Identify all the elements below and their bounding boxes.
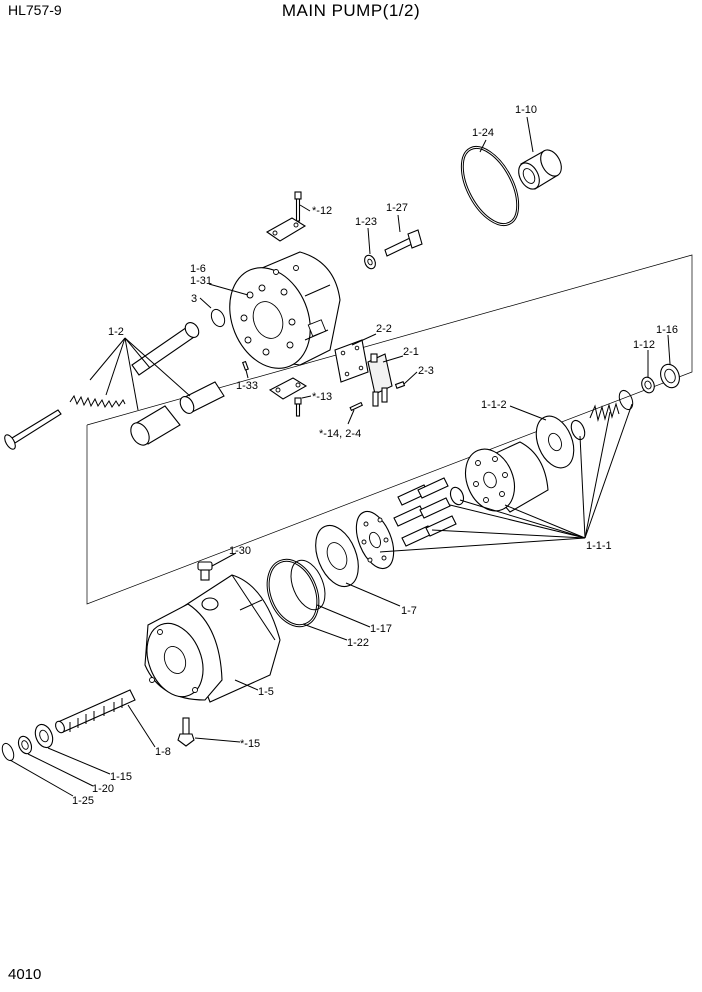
part-15-bolt bbox=[177, 717, 195, 747]
callout-1-23: 1-23 bbox=[355, 216, 377, 228]
part-12-bolt bbox=[294, 191, 302, 222]
part-1-24-o-ring bbox=[460, 146, 520, 226]
part-1-1-1-spring bbox=[589, 402, 620, 422]
part-1-1-1-pistons bbox=[393, 477, 457, 547]
callout-1-6: 1-6 bbox=[190, 263, 206, 275]
part-2-2-gasket bbox=[334, 339, 369, 383]
callout-1-30: 1-30 bbox=[229, 545, 251, 557]
part-1-20-ring bbox=[17, 735, 33, 755]
part-1-1-1-ring-set bbox=[570, 389, 634, 441]
leader-lines bbox=[9, 116, 671, 797]
callout-12: *-12 bbox=[312, 205, 332, 217]
page-number: 4010 bbox=[8, 966, 42, 983]
callout-1-12: 1-12 bbox=[633, 339, 655, 351]
part-1-23-washer bbox=[364, 254, 376, 270]
part-12-cover-plate bbox=[265, 217, 307, 242]
callout-1-31: 1-31 bbox=[190, 275, 212, 287]
callout-1-16: 1-16 bbox=[656, 324, 678, 336]
part-1-2-sleeve bbox=[130, 405, 181, 446]
callout-2-1: 2-1 bbox=[403, 346, 419, 358]
callout-14-2-4: *-14, 2-4 bbox=[319, 428, 361, 440]
part-1-1-2-valve-plate bbox=[535, 415, 575, 469]
assembly-reference-frame bbox=[86, 254, 693, 605]
callout-1-1-2: 1-1-2 bbox=[481, 399, 507, 411]
part-1-15-bearing bbox=[34, 723, 54, 749]
part-1-2-spool bbox=[179, 381, 225, 414]
part-3-o-ring bbox=[210, 308, 226, 328]
part-1-1-1-retainer-plate bbox=[355, 510, 395, 570]
part-1-33-pin bbox=[241, 360, 249, 371]
callout-15: *-15 bbox=[240, 738, 260, 750]
part-1-8-drive-shaft bbox=[55, 689, 136, 734]
part-1-7-swash-plate bbox=[315, 524, 359, 588]
model-code: HL757-9 bbox=[8, 2, 62, 18]
callout-1-8: 1-8 bbox=[155, 746, 171, 758]
callout-3: 3 bbox=[191, 293, 197, 305]
callout-13: *-13 bbox=[312, 391, 332, 403]
callout-1-22: 1-22 bbox=[347, 637, 369, 649]
part-13-cover-plate bbox=[268, 377, 308, 400]
callout-1-20: 1-20 bbox=[92, 783, 114, 795]
part-1-5-pump-casing bbox=[144, 574, 281, 703]
callout-1-25: 1-25 bbox=[72, 795, 94, 807]
callout-1-33: 1-33 bbox=[236, 380, 258, 392]
part-13-bolt bbox=[294, 397, 302, 417]
callout-1-7: 1-7 bbox=[401, 605, 417, 617]
callout-1-15: 1-15 bbox=[110, 771, 132, 783]
callout-2-3: 2-3 bbox=[418, 365, 434, 377]
callout-1-10: 1-10 bbox=[515, 104, 537, 116]
part-1-6-pump-housing bbox=[229, 251, 341, 369]
part-1-2-guide-rod bbox=[4, 409, 62, 450]
callout-1-1-1: 1-1-1 bbox=[586, 540, 612, 552]
callout-labels: 1-10 1-24 *-12 1-27 1-23 1-6 1-31 3 1-2 … bbox=[72, 104, 678, 807]
callout-1-17: 1-17 bbox=[370, 623, 392, 635]
callout-1-2: 1-2 bbox=[108, 326, 124, 338]
callout-2-2: 2-2 bbox=[376, 323, 392, 335]
callout-1-5: 1-5 bbox=[258, 686, 274, 698]
part-1-27-bolt bbox=[384, 229, 423, 257]
callout-1-27: 1-27 bbox=[386, 202, 408, 214]
part-1-12-ring bbox=[641, 376, 655, 394]
part-1-30-plug bbox=[197, 561, 213, 581]
part-1-1-1-cylinder-block bbox=[464, 441, 549, 513]
part-1-16-bearing bbox=[660, 363, 680, 389]
part-2-4-pin bbox=[349, 401, 364, 412]
part-1-2-spring bbox=[69, 394, 126, 409]
callout-1-24: 1-24 bbox=[472, 127, 494, 139]
part-1-1-1-spherical-bushing bbox=[449, 486, 465, 506]
part-2-3-screw bbox=[394, 381, 406, 389]
page-title: MAIN PUMP(1/2) bbox=[281, 1, 421, 20]
part-1-2-piston-rod bbox=[131, 322, 200, 376]
part-1-10-coupling bbox=[518, 149, 562, 190]
part-2-1-solenoid-valve bbox=[367, 353, 393, 407]
part-1-25-snap-ring bbox=[1, 742, 15, 762]
